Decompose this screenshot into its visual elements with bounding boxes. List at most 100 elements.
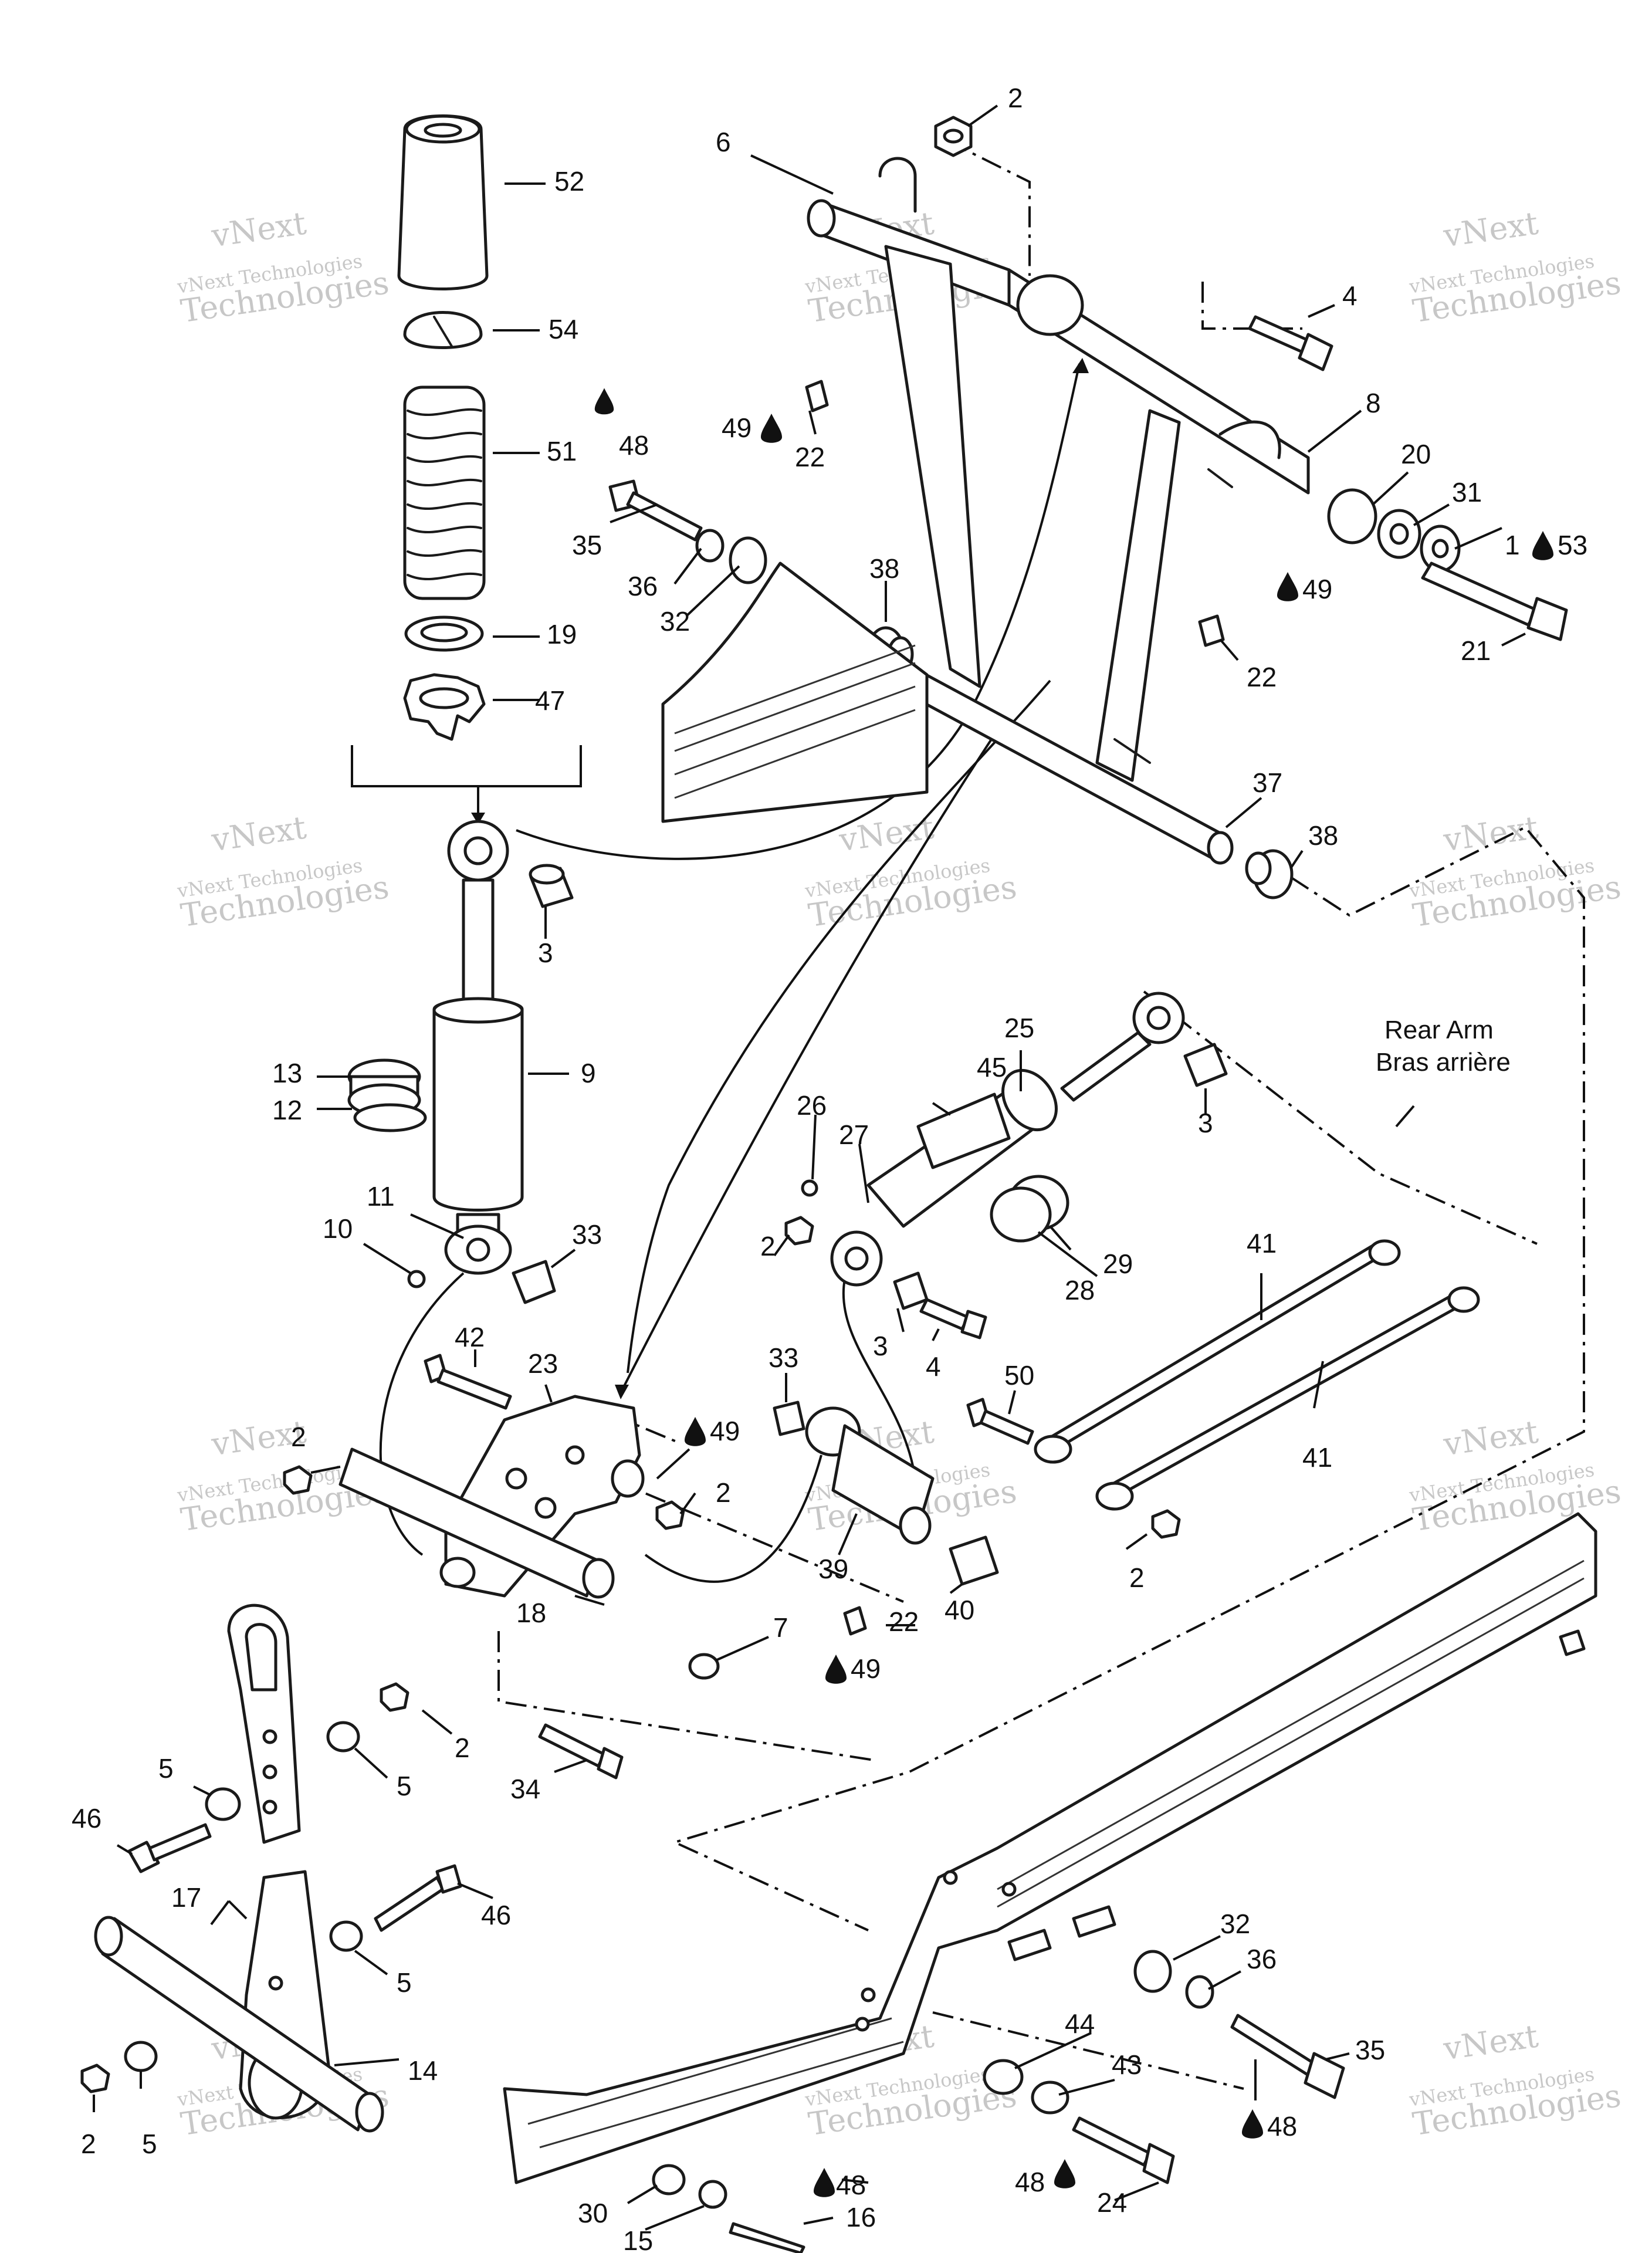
bolt-46-left [127, 1823, 212, 1873]
callout-23: 23 [528, 1348, 558, 1379]
bolt-35-bottom [1230, 2014, 1345, 2099]
idler-link-39 [805, 1406, 935, 1545]
callout-30: 30 [578, 2198, 608, 2228]
shock-absorber-9 [432, 820, 524, 1275]
callout-2: 2 [1008, 83, 1023, 113]
grease-drop-icon [825, 1655, 847, 1684]
bolt-35-top [608, 479, 703, 542]
callout-19: 19 [547, 619, 577, 649]
callout-6: 6 [716, 127, 731, 157]
bolt-24 [1072, 2116, 1175, 2184]
callout-34: 34 [510, 1774, 540, 1804]
callout-5: 5 [397, 1967, 412, 1998]
grease-fitting-22-right [1198, 614, 1225, 647]
callout-2: 2 [455, 1733, 470, 1763]
callout-39: 39 [818, 1554, 848, 1584]
arrow-icon [471, 813, 485, 824]
grease-drop-icon [761, 414, 782, 443]
callout-14: 14 [408, 2055, 438, 2086]
arrow-icon [1072, 358, 1089, 373]
callout-2: 2 [81, 2129, 96, 2159]
washer-7 [688, 1653, 720, 1680]
slide-rail [503, 1512, 1597, 2184]
watermark: vNext vNext Technologies Technologies [1407, 205, 1623, 330]
curve-arrow [627, 679, 1051, 1374]
callout-35: 35 [1355, 2035, 1385, 2065]
callout-26: 26 [797, 1090, 827, 1121]
washers-30-15-16 [652, 2164, 805, 2253]
front-arm-6 [807, 157, 1310, 865]
bushing-3-right [1183, 1043, 1228, 1087]
nut-2-center [655, 1500, 685, 1530]
drop-icons [594, 388, 1553, 2197]
shaft-14 [94, 1916, 384, 2133]
grease-drop-icon [1277, 572, 1298, 601]
adjuster-nut-47 [403, 673, 486, 741]
callout-48: 48 [619, 430, 649, 461]
watermark: vNext vNext Technologies Technologies [175, 809, 391, 935]
callout-49: 49 [851, 1653, 881, 1684]
callout-3: 3 [538, 938, 553, 968]
callout-35: 35 [572, 530, 602, 560]
callout-1: 1 [1505, 530, 1520, 560]
callout-36: 36 [628, 571, 658, 601]
callout-43: 43 [1112, 2049, 1142, 2080]
link-rod-41-lower [1095, 1286, 1480, 1511]
bolt-21 [1421, 561, 1568, 641]
watermark-text: vNext [209, 809, 309, 859]
callout-16: 16 [846, 2202, 876, 2232]
callout-2: 2 [760, 1231, 776, 1261]
grease-drop-icon [1054, 2159, 1075, 2188]
grease-drop-icon [1532, 531, 1553, 560]
callout-52: 52 [554, 166, 584, 197]
callout-11: 11 [367, 1181, 395, 1212]
rings-13-12 [347, 1058, 427, 1132]
callout-4: 4 [1342, 280, 1358, 311]
callout-24: 24 [1097, 2187, 1127, 2218]
bolt-34 [538, 1723, 624, 1780]
callout-51: 51 [547, 436, 577, 466]
bushing-3-top [529, 864, 574, 908]
nut-2-bottom [80, 2063, 110, 2093]
callout-27: 27 [839, 1119, 869, 1150]
callout-3: 3 [873, 1331, 888, 1361]
bolt-4-top [1248, 315, 1333, 371]
callout-29: 29 [1103, 1249, 1133, 1279]
spring-cover-52 [397, 114, 489, 290]
bushing-33-link [773, 1400, 805, 1436]
nut-26 [801, 1179, 818, 1197]
callout-44: 44 [1065, 2008, 1095, 2039]
callout-50: 50 [1004, 1360, 1034, 1391]
callout-18: 18 [516, 1598, 546, 1628]
curve-arrow [621, 738, 993, 1391]
callout-48: 48 [836, 2170, 866, 2200]
watermark-text: vNext [1441, 809, 1541, 859]
washers-32-36-bottom [1133, 1950, 1214, 2009]
callout-40: 40 [945, 1595, 974, 1625]
callout-42: 42 [455, 1322, 485, 1352]
callout-49: 49 [722, 412, 751, 443]
spring-51 [403, 385, 486, 600]
callout-28: 28 [1065, 1275, 1095, 1305]
nut-10 [407, 1270, 426, 1288]
arrow-icon [615, 1385, 629, 1399]
nut-2-top [934, 116, 973, 157]
callout-38: 38 [1308, 820, 1338, 851]
callout-22: 22 [795, 442, 825, 472]
bushing-33-shock [512, 1260, 556, 1304]
bushing-38-right [1245, 849, 1294, 899]
callout-9: 9 [581, 1058, 596, 1088]
callout-22: 22 [889, 1606, 919, 1637]
curve-arrow [644, 1454, 822, 1583]
callout-41: 41 [1247, 1228, 1277, 1259]
watermark: vNext vNext Technologies Technologies [175, 205, 391, 330]
callout-48: 48 [1015, 2167, 1045, 2197]
callout-15: 15 [623, 2225, 653, 2253]
bushing-40 [949, 1535, 999, 1586]
callout-2: 2 [716, 1477, 731, 1508]
callout-2: 2 [291, 1422, 306, 1452]
callout-32: 32 [660, 606, 690, 637]
watermark-text: vNext [1441, 205, 1541, 255]
callout-41: 41 [1302, 1442, 1332, 1473]
